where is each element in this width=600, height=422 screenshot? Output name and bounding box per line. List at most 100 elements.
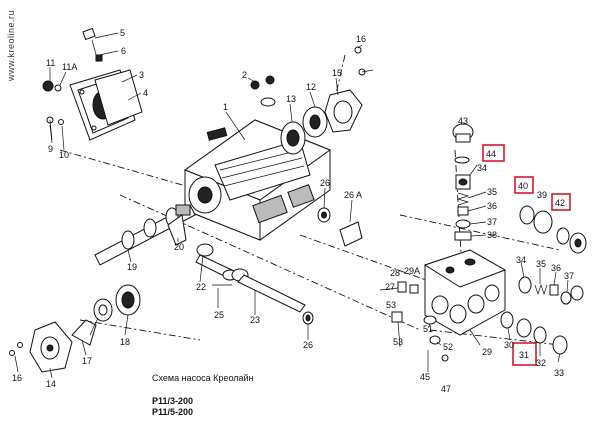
- part-dipstick-5: [82, 27, 103, 63]
- part-bolt-27: [379, 287, 399, 291]
- part-bolt-16-top: [354, 46, 374, 76]
- part-valve-34-top: [455, 174, 471, 190]
- part-ring-32: [533, 326, 547, 344]
- part-spring-35-top: [456, 192, 470, 206]
- part-valve-36-right: [549, 284, 559, 296]
- part-seal-25: [302, 311, 314, 325]
- callout-16-top: 16: [356, 34, 366, 44]
- part-seat-37-top: [455, 219, 471, 229]
- callout-lower-bearing: 18: [120, 337, 130, 347]
- part-crankshaft-18: [94, 204, 196, 266]
- callout-15: 13: [286, 94, 296, 104]
- callout-18: 19: [127, 262, 137, 272]
- part-oring-44: [454, 156, 470, 164]
- part-washer-29a: [409, 284, 419, 294]
- part-bearing-15: [280, 121, 306, 155]
- callout-34-right: 34: [516, 255, 526, 265]
- callout-16-bottom: 16: [12, 373, 22, 383]
- part-screw-47: [441, 354, 449, 362]
- callout-29a: 29A: [404, 266, 420, 276]
- part-cover-12: [29, 321, 73, 373]
- callout-5: 5: [120, 28, 125, 38]
- leader-lines: [14, 32, 569, 379]
- model-name-1: P11/3-200: [152, 396, 194, 406]
- part-spring-33: [552, 335, 568, 355]
- part-spring-35-right: [534, 283, 548, 296]
- highlight-box-44: [482, 144, 505, 162]
- callout-3: 3: [139, 70, 144, 80]
- callout-52: 52: [443, 342, 453, 352]
- part-cap-41: [569, 232, 587, 254]
- callout-42: 42: [555, 198, 565, 208]
- part-seat-37-right: [560, 291, 572, 305]
- callout-27: 27: [385, 282, 395, 292]
- part-seal-31: [516, 318, 532, 338]
- callout-53: 53: [393, 337, 403, 347]
- part-seat-38: [454, 231, 472, 241]
- callout-36-top: 36: [487, 201, 497, 211]
- part-oil-plug-2: [250, 75, 276, 107]
- part-cover-13: [324, 89, 363, 133]
- callout-32: 32: [536, 358, 546, 368]
- callout-4: 4: [143, 88, 148, 98]
- part-plug-51: [423, 315, 437, 325]
- callout-9: 9: [48, 144, 53, 154]
- callout-38: 38: [487, 230, 497, 240]
- part-plunger-22: [231, 268, 306, 313]
- part-cap-35b: [570, 285, 584, 301]
- part-shaft-17: [71, 319, 97, 346]
- callout-2: 2: [242, 70, 247, 80]
- part-gasket-3: [94, 69, 143, 126]
- callout-labels: 5 6 3 4 11 11A 9 10 1 2 13 12 15 16 26 2…: [12, 28, 574, 394]
- callout-25: 26: [303, 340, 313, 350]
- callout-11: 11: [46, 58, 55, 68]
- callout-40: 40: [518, 181, 528, 191]
- callout-23: 25: [214, 310, 224, 320]
- part-crankcase-1: [183, 119, 332, 241]
- diagram-caption: Схема насоса Креолайн: [152, 373, 254, 383]
- part-guide-26a: [339, 221, 363, 247]
- callout-39: 39: [537, 190, 547, 200]
- part-conrod-19: [167, 214, 187, 246]
- callout-37-right: 37: [564, 271, 574, 281]
- callout-35-top: 35: [487, 187, 497, 197]
- callout-19: 20: [174, 242, 184, 252]
- part-manifold-29: [423, 249, 507, 336]
- callout-14: 12: [306, 82, 316, 92]
- part-bolt-9: [46, 116, 64, 141]
- part-valve-34-right: [518, 276, 532, 294]
- part-seal-lower: [93, 298, 113, 322]
- part-oring-42: [556, 227, 570, 245]
- part-plug-53: [391, 311, 403, 323]
- callout-34-top: 34: [477, 163, 487, 173]
- callout-17: 17: [82, 356, 92, 366]
- part-bolt-16-bottom: [9, 342, 23, 356]
- part-valve-36-top: [457, 206, 469, 216]
- callout-26a: 26 A: [344, 190, 362, 200]
- callout-36-right: 36: [551, 263, 561, 273]
- callout-29: 29: [482, 347, 492, 357]
- highlight-boxes: [482, 144, 571, 366]
- highlight-box-31: [512, 342, 537, 366]
- callout-30: 30: [504, 340, 514, 350]
- callout-20: 22: [196, 282, 206, 292]
- callout-22: 23: [250, 315, 260, 325]
- callout-31: 31: [519, 350, 529, 360]
- callout-10: 10: [59, 150, 69, 160]
- part-oring-40: [519, 205, 535, 225]
- callout-37-top: 37: [487, 217, 497, 227]
- part-bearing-14: [302, 106, 328, 138]
- callout-51: 51: [423, 324, 433, 334]
- callout-11a: 11A: [62, 62, 77, 72]
- part-valve-cap-43: [452, 123, 474, 143]
- callout-47: 47: [441, 384, 451, 394]
- part-seal-26: [317, 207, 331, 223]
- callout-33: 33: [554, 368, 564, 378]
- callout-6: 6: [121, 46, 126, 56]
- highlight-box-42: [551, 193, 571, 211]
- callout-44: 44: [486, 149, 496, 159]
- part-bearing-lower: [115, 284, 141, 316]
- part-seal-30: [500, 311, 514, 329]
